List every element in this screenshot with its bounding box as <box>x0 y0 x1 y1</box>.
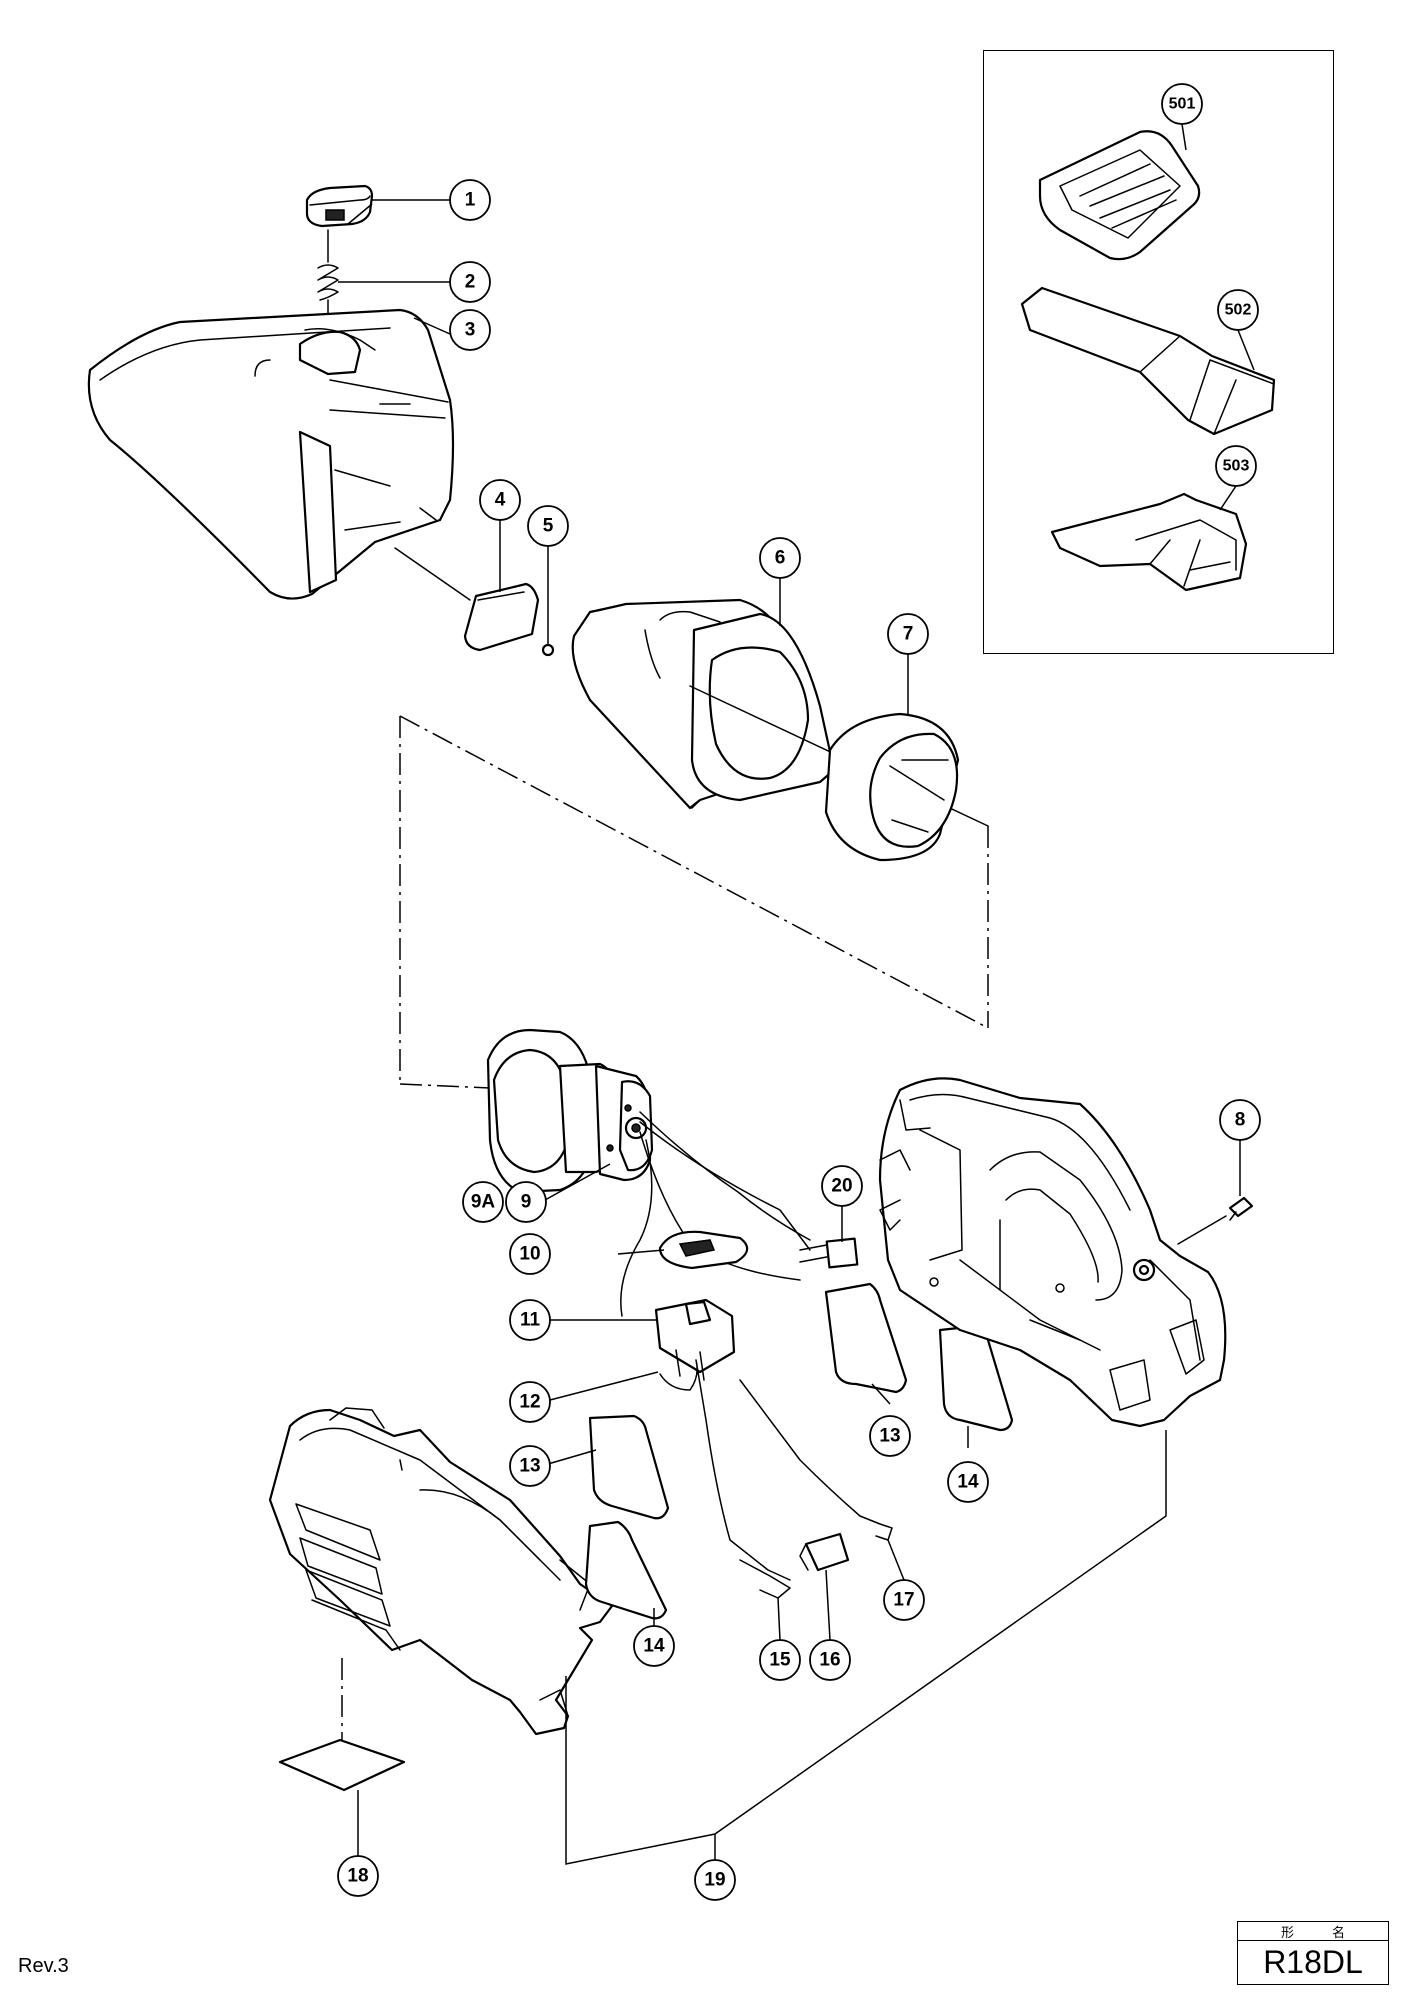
part-13-filter-left <box>588 1414 670 1520</box>
callout-3: 3 <box>449 309 491 351</box>
callout-10: 10 <box>509 1233 551 1275</box>
callout-503-label: 503 <box>1223 458 1250 475</box>
part-11-switch <box>654 1298 736 1381</box>
part-17-terminal <box>739 1379 893 1541</box>
part-9-motor <box>486 1028 811 1317</box>
callout-14-left-label: 14 <box>643 1636 665 1657</box>
revision-label: Rev.3 <box>18 1955 69 1977</box>
callout-18-label: 18 <box>347 1866 368 1887</box>
part-503-floor-tool <box>1050 492 1248 592</box>
model-number: R18DL <box>1263 1944 1363 1980</box>
callout-12: 12 <box>509 1381 551 1423</box>
callout-5: 5 <box>527 505 569 547</box>
part-12-wire <box>659 1359 791 1581</box>
callout-3-label: 3 <box>465 320 476 341</box>
leader-lines <box>338 123 1255 1865</box>
callout-18: 18 <box>337 1855 379 1897</box>
callout-9: 9 <box>505 1181 547 1223</box>
accessories-frame <box>983 50 1334 654</box>
model-header-left: 形 <box>1280 1924 1294 1940</box>
callout-19: 19 <box>694 1859 736 1901</box>
callout-5-label: 5 <box>543 516 554 537</box>
part-13-filter-right <box>824 1282 908 1394</box>
part-16-terminal-block <box>799 1532 850 1572</box>
part-4-flap <box>463 582 540 652</box>
callout-20-label: 20 <box>831 1176 852 1197</box>
callout-9A-label: 9A <box>471 1192 496 1213</box>
callout-20: 20 <box>821 1165 863 1207</box>
part-7-filter <box>824 712 960 862</box>
part-502-crevice-tool <box>1020 286 1276 436</box>
part-19-housing-left <box>268 1407 614 1736</box>
callout-9-label: 9 <box>521 1192 532 1213</box>
callout-4-label: 4 <box>495 490 506 511</box>
part-15-terminal <box>739 1559 791 1599</box>
callout-7: 7 <box>887 613 929 655</box>
callout-6-label: 6 <box>775 548 786 569</box>
callout-16-label: 16 <box>819 1650 840 1671</box>
part-5-ring <box>541 643 555 657</box>
callout-10-label: 10 <box>519 1244 540 1265</box>
callout-13-left-label: 13 <box>519 1456 540 1477</box>
callout-12-label: 12 <box>519 1392 540 1413</box>
callout-16: 16 <box>809 1639 851 1681</box>
part-501-nozzle <box>1038 130 1201 261</box>
part-18-label <box>278 1738 406 1792</box>
callout-11-label: 11 <box>520 1310 541 1331</box>
model-title-header: 形 名 <box>1238 1922 1388 1941</box>
leader-3-screw-line <box>394 547 471 601</box>
callout-503: 503 <box>1215 445 1257 487</box>
callout-7-label: 7 <box>903 624 914 645</box>
callout-13-right: 13 <box>869 1415 911 1457</box>
part-14-filter-left <box>584 1520 668 1620</box>
callout-19-label: 19 <box>704 1870 725 1891</box>
callout-4: 4 <box>479 479 521 521</box>
model-header-right: 名 <box>1332 1924 1346 1940</box>
part-8-screw <box>1177 1196 1254 1245</box>
part-6-filter-housing <box>571 598 836 810</box>
callout-2-label: 2 <box>465 272 476 293</box>
part-10-switch-plate <box>658 1230 749 1270</box>
model-title-block: 形 名 R18DL <box>1237 1921 1389 1985</box>
callout-14-right: 14 <box>947 1461 989 1503</box>
assembly-dash-lines <box>399 715 989 1089</box>
part-19-housing-right <box>878 1077 1227 1428</box>
callout-6: 6 <box>759 537 801 579</box>
part-1-button <box>305 184 374 228</box>
callout-502: 502 <box>1217 289 1259 331</box>
callout-1-label: 1 <box>465 190 476 211</box>
callout-8-label: 8 <box>1235 1110 1246 1131</box>
callout-14-left: 14 <box>633 1625 675 1667</box>
callout-9A: 9A <box>462 1181 504 1223</box>
callout-15: 15 <box>759 1639 801 1681</box>
callout-11: 11 <box>509 1299 551 1341</box>
callout-501: 501 <box>1161 83 1203 125</box>
callout-14-right-label: 14 <box>957 1472 979 1493</box>
callout-501-label: 501 <box>1169 96 1196 113</box>
callout-17: 17 <box>883 1579 925 1621</box>
callout-13-left: 13 <box>509 1445 551 1487</box>
leader-9 <box>544 1163 611 1201</box>
part-3-dust-case <box>87 308 455 600</box>
callout-13-right-label: 13 <box>879 1426 900 1447</box>
callout-1: 1 <box>449 179 491 221</box>
callouts: 1 2 3 4 5 6 7 8 9A 9 10 20 11 12 13 14 1… <box>337 83 1261 1901</box>
callout-502-label: 502 <box>1225 302 1252 319</box>
callout-8: 8 <box>1219 1099 1261 1141</box>
callout-15-label: 15 <box>769 1650 791 1671</box>
part-20-terminal <box>799 1237 859 1269</box>
callout-2: 2 <box>449 261 491 303</box>
callout-17-label: 17 <box>893 1590 914 1611</box>
